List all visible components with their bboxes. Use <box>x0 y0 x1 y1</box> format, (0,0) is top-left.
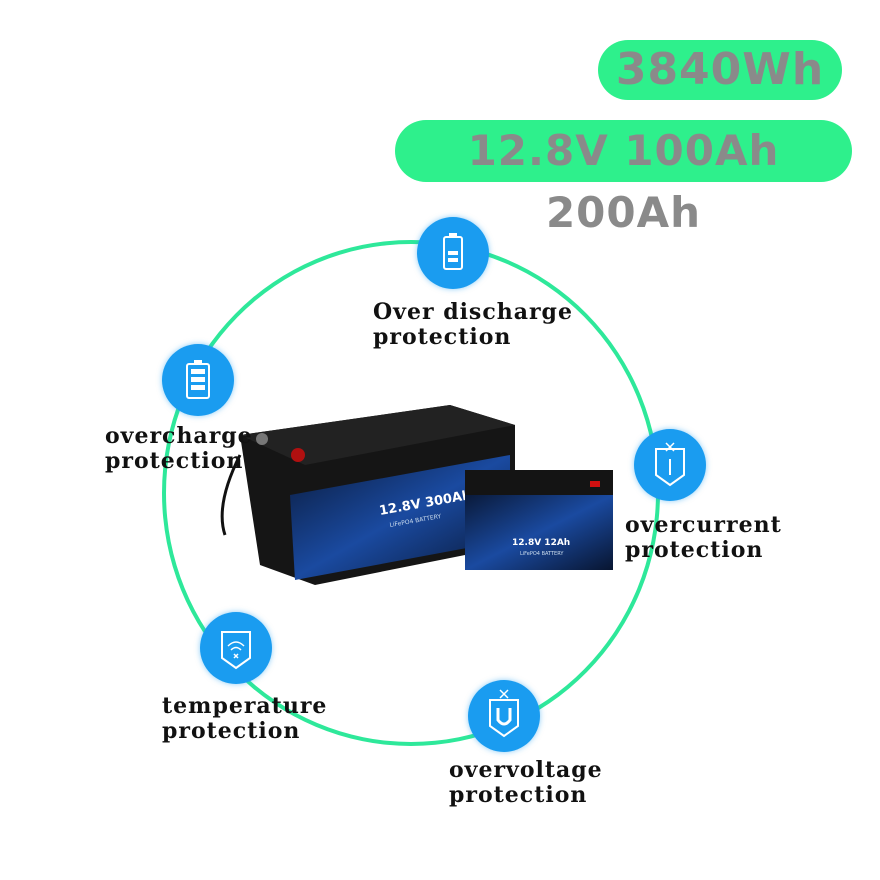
feature-subtitle: protection <box>162 718 301 744</box>
specs-badge: 12.8V 100Ah 200Ah <box>395 120 852 237</box>
voltage-shield-icon <box>468 680 540 752</box>
feature-subtitle: protection <box>449 782 588 808</box>
battery-full-icon <box>162 344 234 416</box>
current-shield-icon <box>634 429 706 501</box>
feature-title: Over discharge <box>373 299 573 325</box>
feature-title: overvoltage <box>449 757 603 783</box>
feature-title: overcharge <box>105 423 253 449</box>
small-battery-type: LiFePO4 BATTERY <box>520 551 564 557</box>
feature-subtitle: protection <box>373 324 512 350</box>
feature-title: temperature <box>162 693 328 719</box>
feature-title: overcurrent <box>625 512 782 538</box>
battery-product-image: 12.8V 300Ah LiFePO4 BATTERY 12.8V 12Ah L… <box>220 405 613 585</box>
feature-subtitle: protection <box>105 448 244 474</box>
temperature-shield-icon <box>200 612 272 684</box>
capacity-badge: 3840Wh <box>598 40 842 100</box>
battery-discharge-icon <box>417 217 489 289</box>
feature-subtitle: protection <box>625 537 764 563</box>
small-battery-model: 12.8V 12Ah <box>512 538 570 548</box>
